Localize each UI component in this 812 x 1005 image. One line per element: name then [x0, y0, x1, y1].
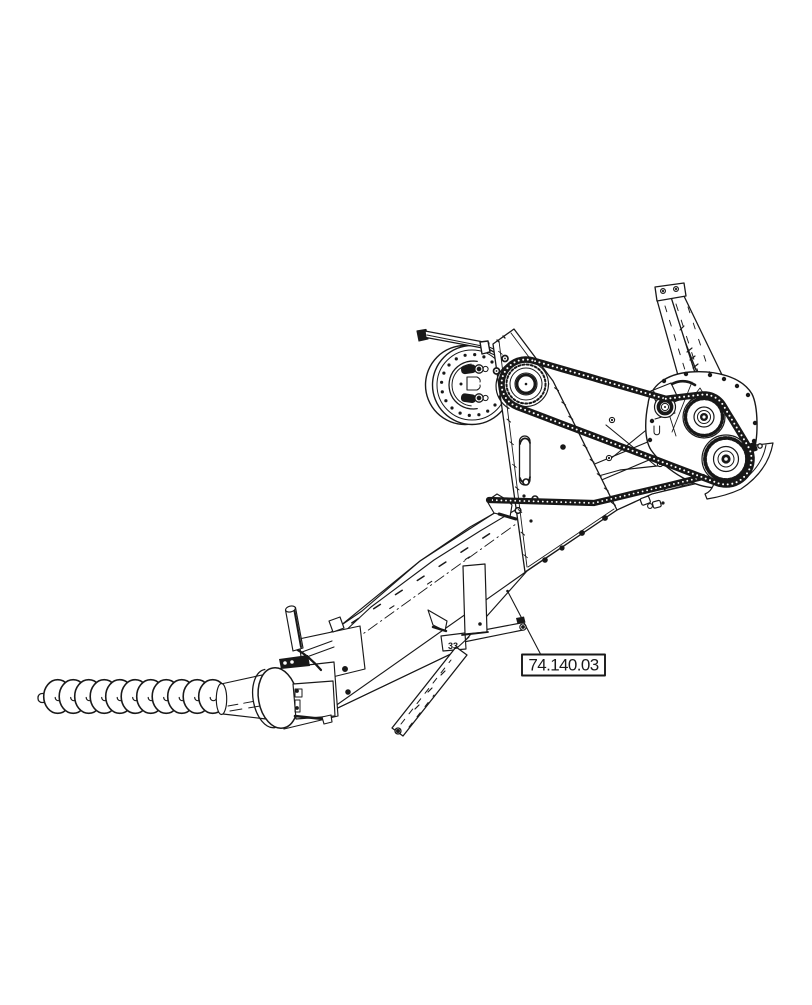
svg-text:74.140.03: 74.140.03	[528, 656, 598, 675]
svg-text:33: 33	[448, 641, 458, 651]
